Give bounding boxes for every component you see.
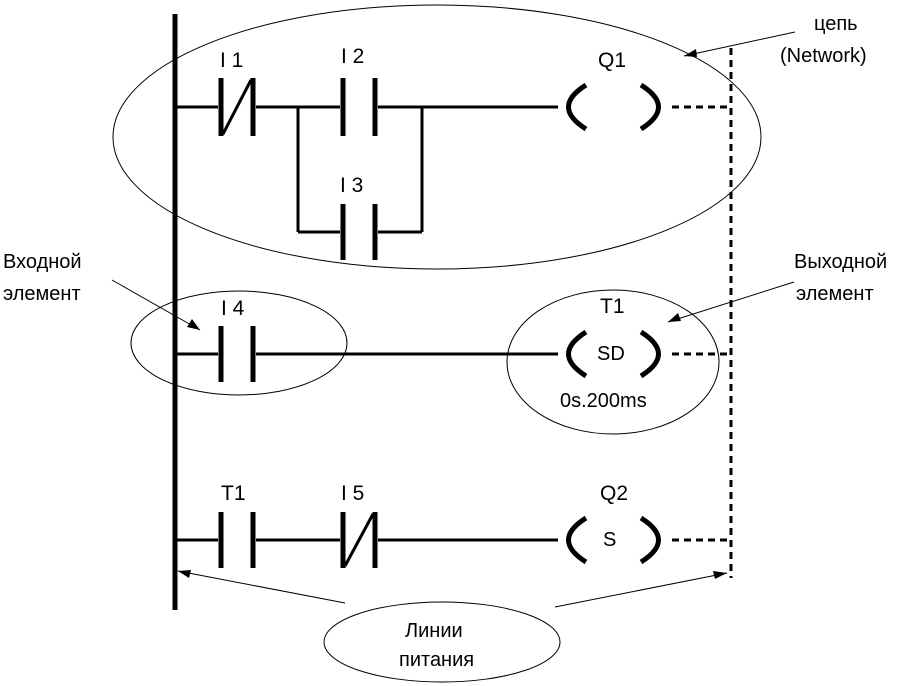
arrowhead: [713, 571, 727, 579]
contact-label: I 5: [341, 482, 364, 505]
coil-label: T1: [600, 295, 625, 318]
coil-parameter: 0s.200ms: [560, 390, 647, 412]
contact-label: T1: [221, 482, 246, 505]
coil-q1: [566, 82, 661, 132]
callout-network-line2: (Network): [780, 45, 867, 67]
callout-power-lines: Линии питания: [177, 570, 728, 683]
contact-i1-nc: [218, 78, 256, 136]
coil-label: Q1: [598, 49, 626, 72]
callout-power-line1: Линии: [405, 620, 463, 642]
contact-i5-nc: [340, 512, 378, 568]
callout-arrow: [683, 31, 796, 57]
contact-label: I 4: [221, 297, 245, 320]
callout-input-line2: элемент: [3, 283, 81, 305]
arrowhead: [178, 570, 191, 578]
network-1: I 1 I 2 I 3 Q1: [112, 4, 762, 270]
contact-label: I 1: [220, 49, 243, 72]
callout-power-line2: питания: [399, 649, 474, 671]
input-element-ellipse: [130, 290, 348, 396]
network-2: I 4 T1 SD 0s.200ms: [130, 289, 731, 435]
arrowhead: [668, 313, 681, 322]
coil-function: S: [603, 529, 616, 551]
coil-q2-s: [566, 515, 661, 565]
callout-arrow: [554, 572, 728, 608]
arrowhead: [187, 319, 200, 330]
callout-network-line1: цепь: [814, 13, 858, 35]
callout-arrow: [111, 279, 201, 331]
callout-output-line2: элемент: [796, 283, 874, 305]
network-highlight-ellipse: [112, 4, 762, 270]
callout-network: цепь (Network): [683, 13, 867, 67]
coil-function: SD: [597, 343, 625, 365]
power-lines-ellipse: [323, 601, 561, 683]
callout-input-line1: Входной: [3, 251, 82, 273]
callout-input-element: Входной элемент: [3, 251, 201, 331]
coil-t1-sd: [566, 329, 661, 379]
output-element-ellipse: [506, 289, 720, 435]
contact-t1-no: [218, 512, 256, 568]
contact-i3-no: [340, 204, 378, 260]
callout-output-line1: Выходной: [794, 251, 887, 273]
contact-i4-no: [218, 326, 256, 382]
callout-arrow: [667, 281, 795, 323]
contact-label: I 2: [341, 45, 364, 68]
callout-output-element: Выходной элемент: [667, 251, 887, 323]
contact-i2-no: [340, 78, 378, 136]
network-3: T1 I 5 Q2 S: [175, 482, 731, 568]
contact-label: I 3: [340, 174, 363, 197]
coil-label: Q2: [600, 482, 628, 505]
arrowhead: [684, 49, 697, 57]
callout-arrow: [177, 570, 346, 604]
